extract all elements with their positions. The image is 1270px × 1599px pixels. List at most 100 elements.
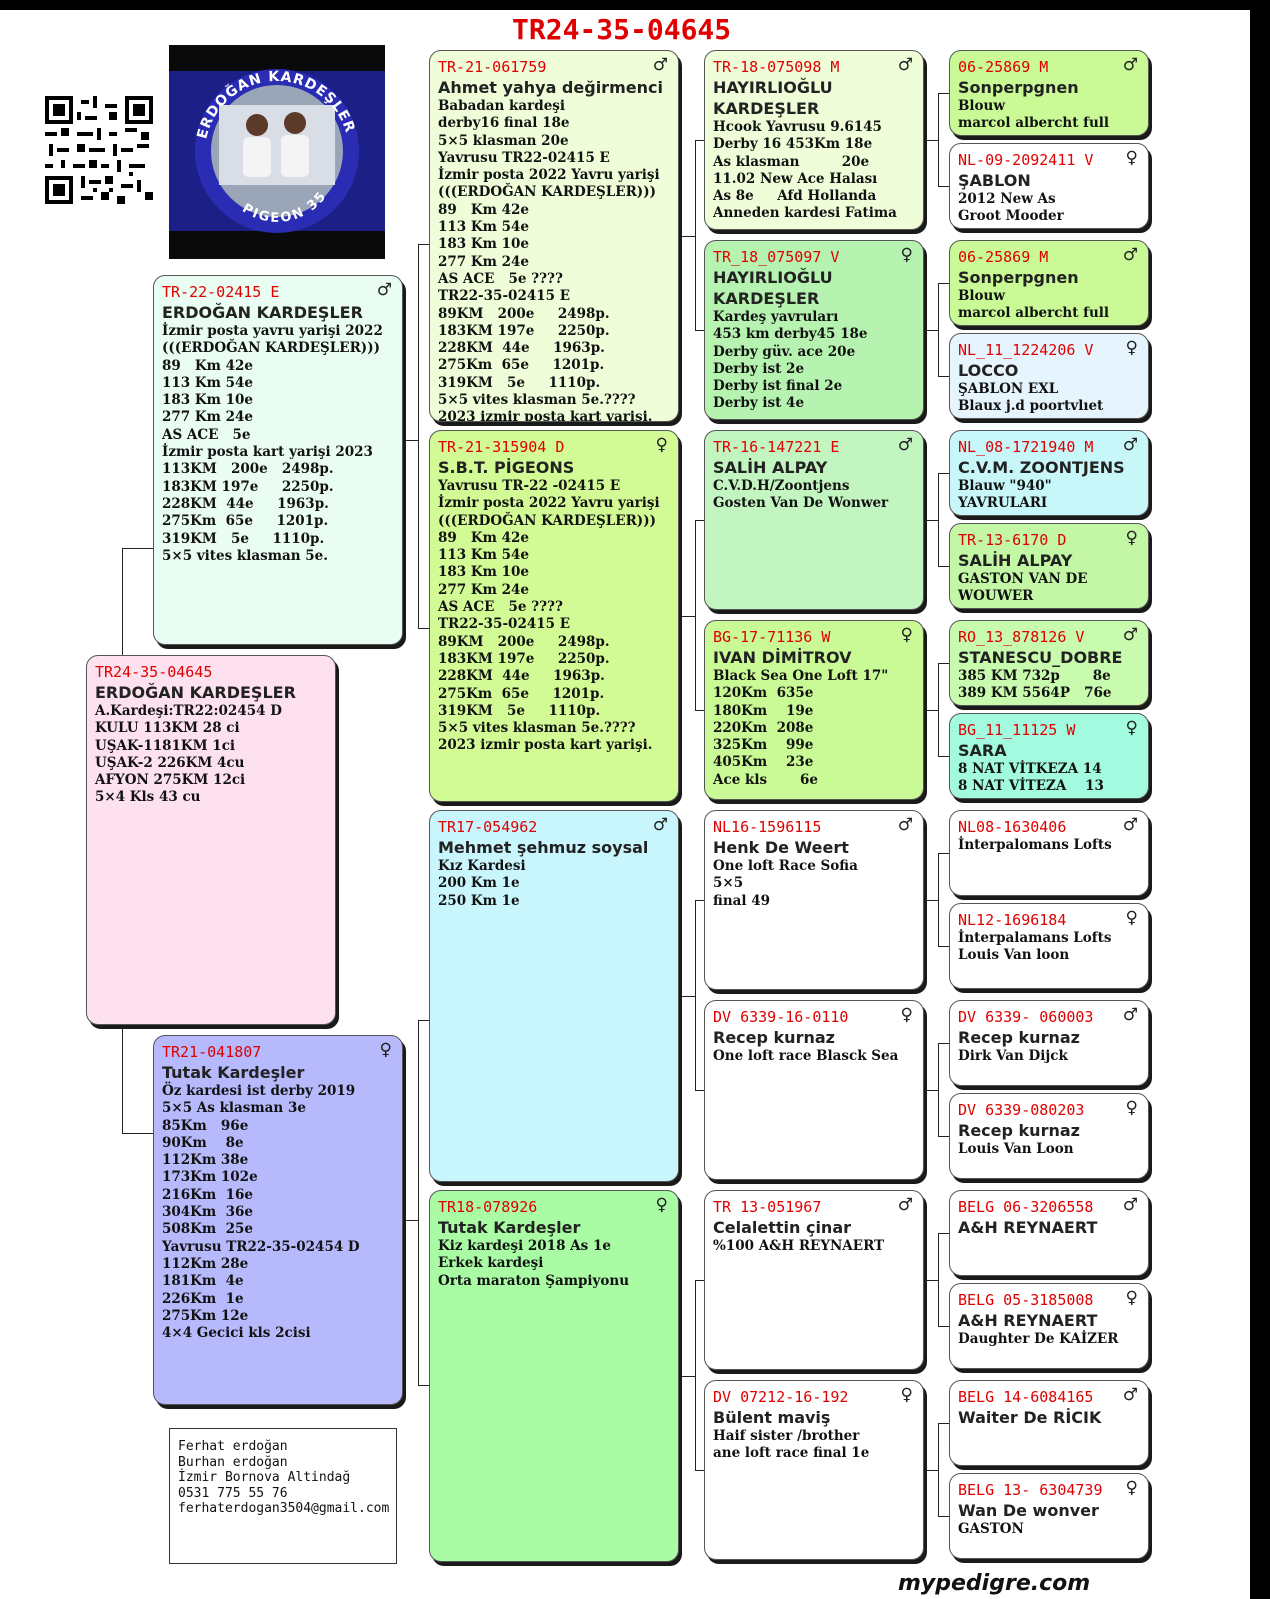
- pedigree-note: 275Km 65e 1201p.: [162, 513, 329, 530]
- breeder-name: A&H REYNAERT: [958, 1311, 1098, 1330]
- breeder-name: Waiter De RİCIK: [958, 1408, 1102, 1427]
- pedigree-note: Hcook Yavrusu 9.6145: [713, 119, 882, 135]
- pedigree-note: YAVRULARI: [958, 495, 1048, 512]
- pedigree-note: 250 Km 1e: [438, 892, 520, 909]
- contact-info: Ferhat erdoğan Burhan erdoğan İzmir Born…: [169, 1428, 397, 1564]
- ring-number: DV 6339-16-0110: [713, 1008, 849, 1026]
- breeder-name: C.V.M. ZOONTJENS: [958, 458, 1125, 477]
- pedigree-note: 228KM 44e 1963p.: [162, 495, 329, 512]
- ring-number: TR-13-6170 D: [958, 531, 1067, 549]
- pedigree-note: Blaux j.d poortvlıet: [958, 398, 1104, 415]
- pedigree-note: TR22-35-02415 E: [438, 288, 571, 305]
- male-icon: ♂: [897, 435, 913, 455]
- connector-line: [924, 710, 938, 711]
- pedigree-note: Kız Kardesi: [438, 858, 526, 874]
- pedigree-note: Derby ist final 2e: [713, 378, 843, 395]
- pedigree-note: 277 Km 24e: [438, 581, 529, 598]
- ring-number: NL08-1630406: [958, 818, 1067, 836]
- connector-line: [924, 1090, 938, 1091]
- male-icon: ♂: [897, 1195, 913, 1215]
- ring-number: RO_13_878126 V: [958, 628, 1085, 646]
- pedigree-note: 113 Km 54e: [438, 219, 529, 236]
- ring-number: TR18-078926: [438, 1198, 538, 1216]
- connector-line: [418, 1020, 419, 1385]
- breeder-name: Sonperpgnen: [958, 78, 1079, 97]
- female-icon: ♀: [655, 1195, 668, 1215]
- pedigree-note: 183 Km 10e: [162, 392, 253, 409]
- pedigree-note: Haif sister /brother: [713, 1428, 860, 1444]
- male-icon: ♂: [652, 815, 668, 835]
- pedigree-note: Babadan kardeşi: [438, 98, 566, 114]
- connector-line: [679, 616, 695, 617]
- connector-line: [924, 520, 938, 521]
- ring-number: BELG 13- 6304739: [958, 1481, 1103, 1499]
- male-icon: ♂: [1122, 1005, 1138, 1025]
- ring-number: NL16-1596115: [713, 818, 822, 836]
- male-icon: ♂: [1122, 1195, 1138, 1215]
- contact-line: İzmir Bornova Altindağ: [178, 1470, 351, 1485]
- pedigree-note: Derby ist 2e: [713, 360, 805, 377]
- pedigree-note: 5×5 vites klasman 5e.????: [438, 720, 636, 737]
- connector-line: [938, 1423, 939, 1516]
- connector-line: [695, 1470, 704, 1471]
- pedigree-card-g9: NL08-1630406♂İnterpalomans Lofts: [949, 810, 1149, 896]
- pedigree-note: 275Km 65e 1201p.: [438, 357, 605, 374]
- male-icon: ♂: [897, 55, 913, 75]
- pedigree-note: 220Km 208e: [713, 719, 814, 736]
- qr-code-graphic: [45, 96, 153, 204]
- pedigree-note: 319KM 5e 1110p.: [438, 374, 601, 391]
- breeder-name: Tutak Kardeşler: [162, 1063, 305, 1082]
- pedigree-note: 183 Km 10e: [438, 564, 529, 581]
- female-icon: ♀: [655, 435, 668, 455]
- connector-line: [938, 853, 939, 946]
- connector-line: [938, 1136, 949, 1137]
- breeder-name: HAYIRLIOĞLU KARDEŞLER: [713, 268, 833, 308]
- pedigree-card-g13: BELG 06-3206558♂A&H REYNAERT: [949, 1190, 1149, 1276]
- connector-line: [695, 1090, 704, 1091]
- ring-number: BELG 14-6084165: [958, 1388, 1094, 1406]
- connector-line: [938, 376, 949, 377]
- ring-number: DV 6339- 060003: [958, 1008, 1094, 1026]
- pedigree-note: WOUWER: [958, 588, 1034, 605]
- pedigree-note: 319KM 5e 1110p.: [438, 702, 601, 719]
- pedigree-note: ŞABLON EXL: [958, 381, 1059, 397]
- pedigree-note: 89 Km 42e: [438, 529, 529, 546]
- pedigree-note: 113 Km 54e: [162, 374, 253, 391]
- pedigree-note: 405Km 23e: [713, 754, 814, 771]
- ring-number: TR-16-147221 E: [713, 438, 840, 456]
- pedigree-note: Derby 16 453Km 18e: [713, 136, 873, 153]
- footer-brand: mypedigre.com: [898, 1571, 1091, 1596]
- breeder-name: Ahmet yahya değirmenci: [438, 78, 663, 97]
- pedigree-note: 4×4 Gecici kls 2cisi: [162, 1325, 311, 1342]
- pedigree-note: 5×5 vites klasman 5e.????: [438, 392, 636, 409]
- pedigree-note: ane loft race final 1e: [713, 1445, 870, 1462]
- ring-number: 06-25869 M: [958, 58, 1049, 76]
- pedigree-note: Öz kardesi ist derby 2019: [162, 1083, 356, 1099]
- female-icon: ♀: [900, 1385, 913, 1405]
- pedigree-note: UŞAK-1181KM 1ci: [95, 737, 236, 754]
- pedigree-note: Ace kls 6e: [713, 771, 818, 788]
- connector-line: [938, 853, 949, 854]
- pedigree-note: Derby güv. ace 20e: [713, 343, 856, 360]
- pedigree-note: 113 Km 54e: [438, 547, 529, 564]
- pedigree-note: 8 NAT VİTEZA 13: [958, 778, 1104, 795]
- pedigree-note: 275Km 12e: [162, 1307, 249, 1324]
- connector-line: [924, 330, 938, 331]
- pedigree-note: KULU 113KM 28 ci: [95, 720, 240, 737]
- pedigree-note: 325Km 99e: [713, 737, 814, 754]
- pedigree-note: C.V.D.H/Zoontjens: [713, 478, 850, 494]
- pedigree-note: Anneden kardesi Fatima: [713, 205, 897, 222]
- female-icon: ♀: [1125, 338, 1138, 358]
- pedigree-note: (((ERDOĞAN KARDEŞLER))): [438, 184, 656, 201]
- loft-logo: ERDOĞAN KARDEŞLER PIGEON 35: [169, 45, 385, 259]
